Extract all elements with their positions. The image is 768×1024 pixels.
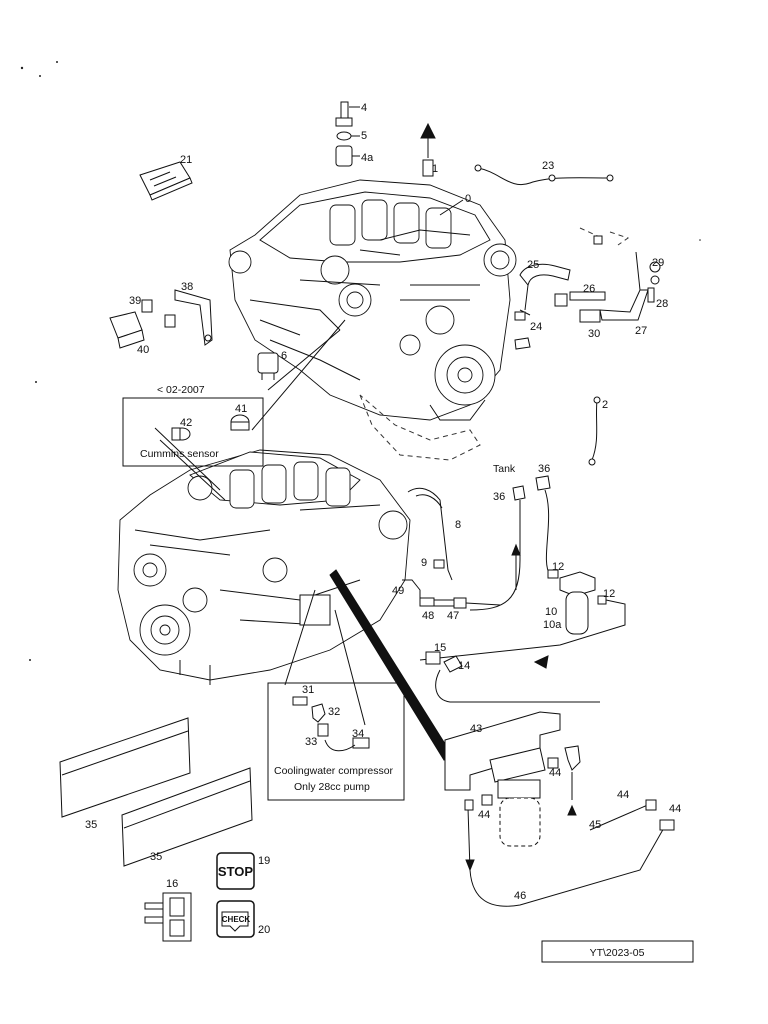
callout-28: 28 bbox=[656, 298, 668, 310]
bracket-parts-38-40 bbox=[109, 289, 213, 349]
part-23-harness bbox=[474, 164, 614, 185]
dashed-bracket bbox=[579, 227, 630, 246]
callout-9: 9 bbox=[421, 557, 427, 569]
sensor-leaders bbox=[154, 319, 346, 501]
callout-44d: 44 bbox=[669, 803, 681, 815]
cooling-hoses-24-30 bbox=[514, 251, 661, 350]
callout-36b: 36 bbox=[493, 491, 505, 503]
callout-33: 33 bbox=[305, 736, 317, 748]
callout-45: 45 bbox=[589, 819, 601, 831]
parts-31-34 bbox=[292, 696, 370, 752]
callout-0: 0 bbox=[465, 193, 471, 205]
callout-31: 31 bbox=[302, 684, 314, 696]
callout-44a: 44 bbox=[478, 809, 490, 821]
fuel-lines-tank bbox=[407, 475, 551, 611]
callout-12b: 12 bbox=[603, 588, 615, 600]
callout-39: 39 bbox=[129, 295, 141, 307]
callout-23: 23 bbox=[542, 160, 554, 172]
filter-bracket-assembly-43 bbox=[444, 711, 675, 907]
callout-27: 27 bbox=[635, 325, 647, 337]
callout-35a: 35 bbox=[85, 819, 97, 831]
check-engine-lamp-icon: CHECK bbox=[216, 900, 255, 938]
callout-5: 5 bbox=[361, 130, 367, 142]
callout-46: 46 bbox=[514, 890, 526, 902]
cummins-sensor-box bbox=[122, 397, 264, 467]
part-9-clip bbox=[433, 559, 445, 569]
callout-48: 48 bbox=[422, 610, 434, 622]
doc-ref-box bbox=[541, 940, 694, 963]
callout-44c: 44 bbox=[617, 789, 629, 801]
scan-specks bbox=[20, 61, 701, 661]
fuel-filter-10 bbox=[419, 569, 626, 669]
dashed-filter-outline bbox=[359, 394, 481, 461]
panels-35 bbox=[59, 717, 253, 867]
callout-15: 15 bbox=[434, 642, 446, 654]
compressor-caption-line1: Coolingwater compressor bbox=[274, 765, 394, 777]
compressor-box bbox=[267, 682, 405, 801]
callout-25: 25 bbox=[527, 259, 539, 271]
callout-4: 4 bbox=[361, 102, 367, 114]
callout-21: 21 bbox=[180, 154, 192, 166]
callout-44b: 44 bbox=[549, 767, 561, 779]
callout-4a: 4a bbox=[361, 152, 374, 164]
fittings-47-49 bbox=[402, 579, 501, 609]
part-21-block bbox=[139, 161, 193, 201]
part-1-fitting bbox=[420, 122, 436, 177]
callout-34: 34 bbox=[352, 728, 364, 740]
callout-8: 8 bbox=[455, 519, 461, 531]
callout-10a: 10a bbox=[543, 619, 562, 631]
callout-38: 38 bbox=[181, 281, 193, 293]
doc-ref: YT\2023-05 bbox=[590, 947, 645, 959]
callout-36a: 36 bbox=[538, 463, 550, 475]
switch-16 bbox=[144, 892, 192, 942]
upper-engine-drawing bbox=[228, 179, 517, 421]
callout-10: 10 bbox=[545, 606, 557, 618]
callout-19: 19 bbox=[258, 855, 270, 867]
lower-engine-drawing bbox=[117, 449, 411, 685]
callout-6: 6 bbox=[281, 350, 287, 362]
leader-0 bbox=[439, 199, 464, 216]
callout-12a: 12 bbox=[552, 561, 564, 573]
callout-35b: 35 bbox=[150, 851, 162, 863]
callout-41: 41 bbox=[235, 403, 247, 415]
callout-32: 32 bbox=[328, 706, 340, 718]
stop-lamp-icon: STOP bbox=[216, 852, 255, 890]
tank-label: Tank bbox=[493, 463, 516, 475]
fittings-14-15 bbox=[425, 651, 600, 703]
callout-47: 47 bbox=[447, 610, 459, 622]
callout-29: 29 bbox=[652, 257, 664, 269]
callout-43: 43 bbox=[470, 723, 482, 735]
callout-14: 14 bbox=[458, 660, 470, 672]
compressor-caption-line2: Only 28cc pump bbox=[294, 781, 370, 793]
callout-1: 1 bbox=[432, 163, 438, 175]
callout-24: 24 bbox=[530, 321, 542, 333]
callout-49: 49 bbox=[392, 585, 404, 597]
sensor-parts-4-5-4a bbox=[335, 101, 360, 167]
part-2-cable bbox=[588, 396, 601, 466]
box-date-label: < 02-2007 bbox=[157, 384, 205, 396]
cummins-sensor-caption: Cummins sensor bbox=[140, 448, 219, 460]
callout-26: 26 bbox=[583, 283, 595, 295]
callout-20: 20 bbox=[258, 924, 270, 936]
callout-40: 40 bbox=[137, 344, 149, 356]
check-label: CHECK bbox=[222, 915, 251, 924]
callout-30: 30 bbox=[588, 328, 600, 340]
callout-16: 16 bbox=[166, 878, 178, 890]
stop-label: STOP bbox=[218, 864, 253, 879]
leaders-lower bbox=[284, 589, 366, 726]
callout-2: 2 bbox=[602, 399, 608, 411]
callout-42: 42 bbox=[180, 417, 192, 429]
parts-41-42 bbox=[171, 414, 250, 441]
